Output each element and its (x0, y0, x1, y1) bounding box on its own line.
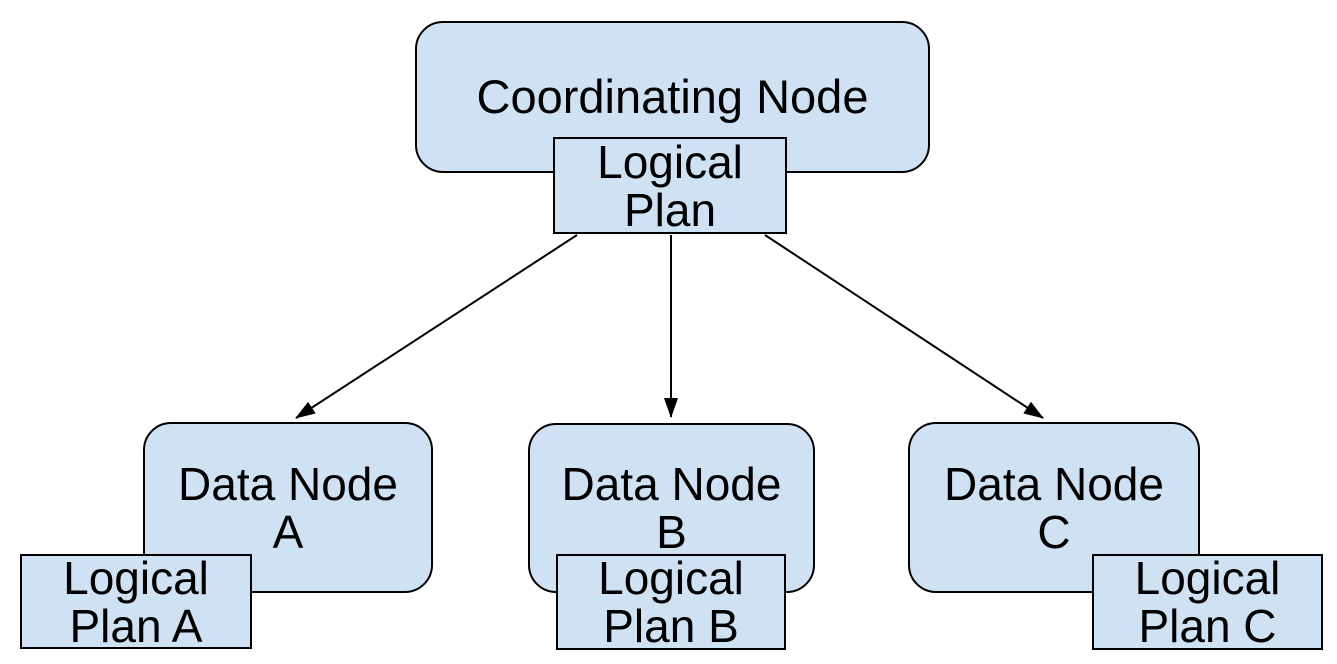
data-node-b-label: Data Node B (562, 460, 782, 556)
data-node-c-line1: Data Node (944, 457, 1164, 510)
logical-plan-c-label: Logical Plan C (1135, 554, 1281, 650)
logical-plan-a-label: Logical Plan A (63, 554, 209, 650)
logical-plan-b-line2: Plan B (603, 600, 739, 652)
logical-plan-c-line1: Logical (1134, 552, 1281, 604)
arrow-coordinator-to-data-node-a (295, 234, 578, 419)
data-node-b-line2: B (656, 506, 687, 558)
data-node-a-label: Data Node A (178, 460, 398, 556)
coordinating-node-label: Coordinating Node (476, 70, 869, 123)
data-node-b-line1: Data Node (561, 458, 782, 510)
logical-plan-c-line2: Plan C (1138, 600, 1277, 652)
arrow-coordinator-to-data-node-c (764, 234, 1044, 419)
logical-plan-c-shape: Logical Plan C (1092, 554, 1323, 650)
data-node-c-shape: Data Node C (908, 422, 1200, 593)
logical-plan-b-shape: Logical Plan B (556, 554, 786, 650)
data-node-c-label: Data Node C (944, 460, 1164, 556)
coordinator-logical-plan-shape: Logical Plan (553, 137, 787, 234)
logical-plan-a-line2: Plan A (69, 599, 203, 652)
coordinator-logical-plan-label: Logical Plan (597, 138, 743, 234)
data-node-a-line2: A (272, 505, 304, 558)
coordinator-logical-plan-line1: Logical (597, 135, 743, 188)
coordinator-logical-plan-line2: Plan (623, 183, 717, 236)
logical-plan-a-line1: Logical (63, 551, 209, 604)
logical-plan-b-line1: Logical (598, 552, 744, 604)
data-node-a-line1: Data Node (178, 457, 398, 510)
logical-plan-b-label: Logical Plan B (598, 554, 744, 650)
data-node-c-line2: C (1037, 505, 1071, 558)
logical-plan-a-shape: Logical Plan A (20, 554, 252, 650)
